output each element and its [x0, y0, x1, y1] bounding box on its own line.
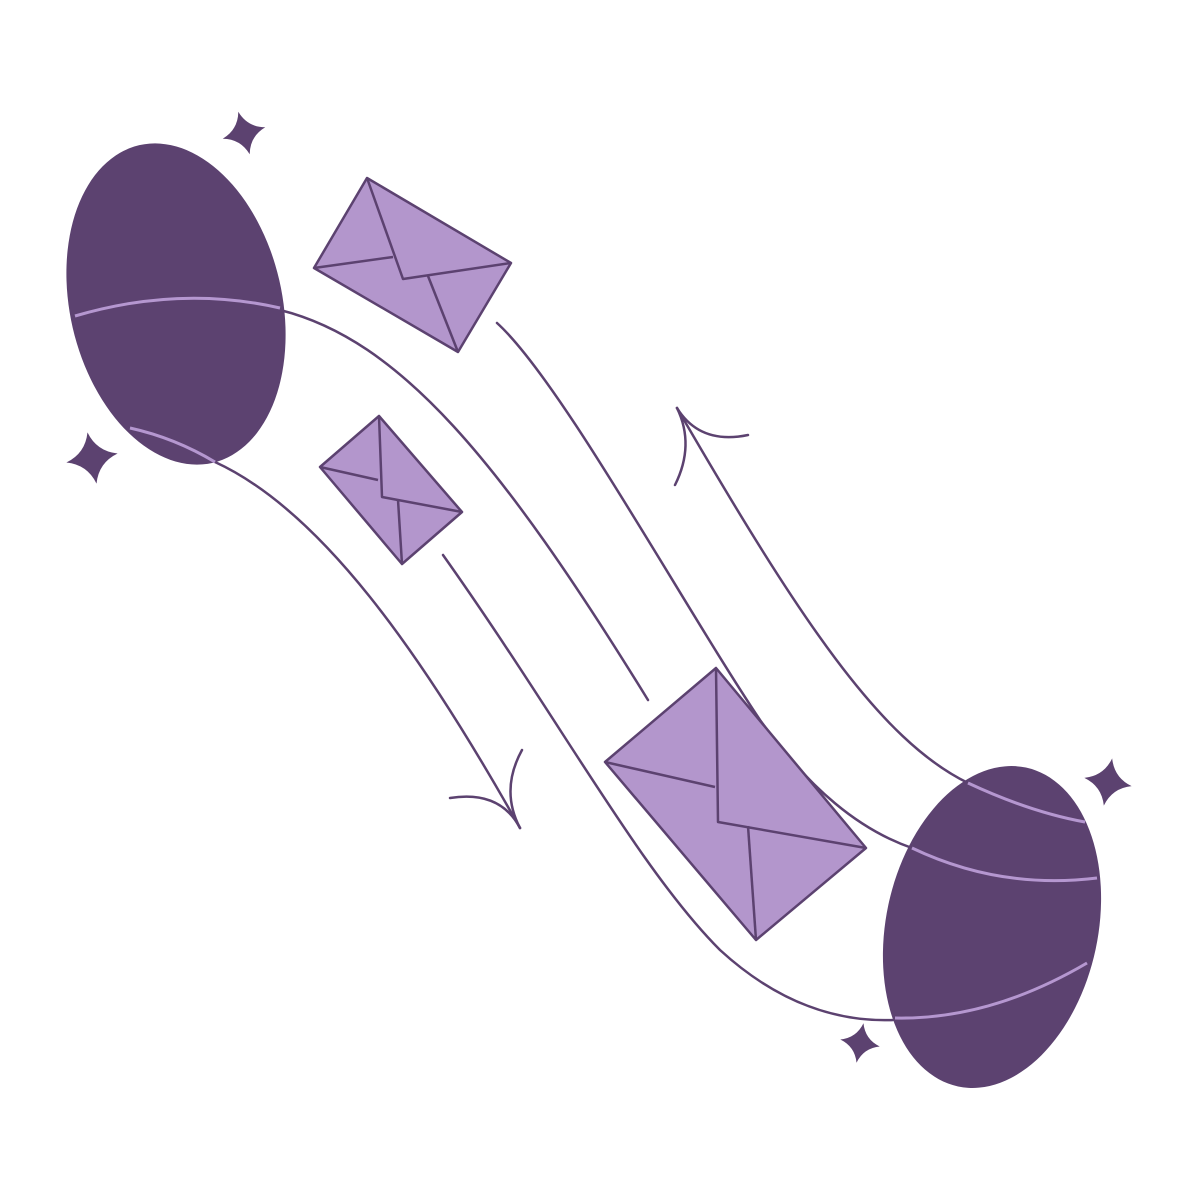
- arrow-up-icon: [673, 406, 750, 487]
- arrow-down-icon: [448, 748, 524, 830]
- flow-line: [278, 308, 650, 702]
- flow-line: [213, 460, 522, 830]
- flow-line: [441, 553, 895, 1022]
- envelope-top-icon: [312, 176, 513, 354]
- sparkle-icon: [1084, 758, 1132, 806]
- sparkle-icon: [222, 111, 266, 155]
- sparkle-icon: [840, 1023, 880, 1063]
- flow-line: [495, 321, 914, 850]
- envelope-large-icon: [603, 666, 868, 942]
- flow-line: [675, 406, 970, 785]
- portal-left-icon: [66, 143, 286, 465]
- flow-lines: [213, 308, 970, 1022]
- envelope-small-icon: [318, 414, 464, 566]
- sparkle-icon: [66, 432, 118, 484]
- sparkles: [66, 111, 1132, 1063]
- portal-right-icon: [882, 766, 1102, 1088]
